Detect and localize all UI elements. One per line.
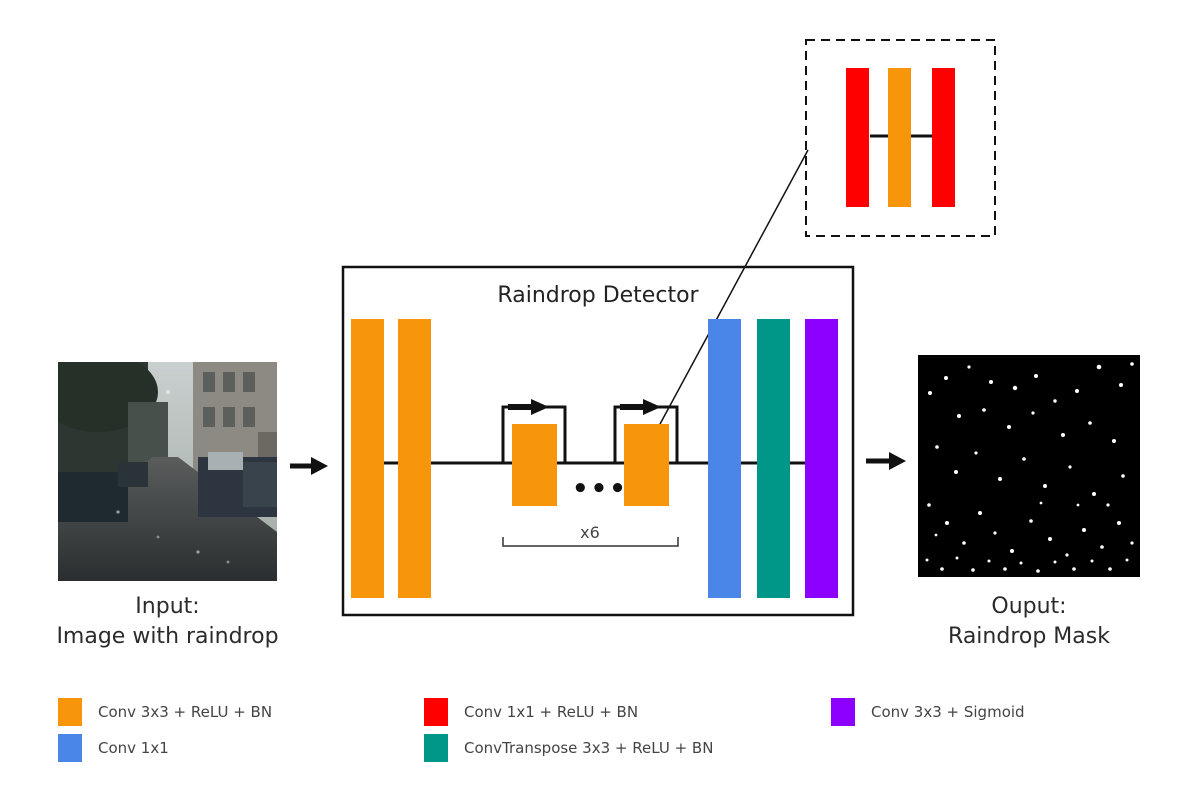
legend-label: Conv 1x1 (98, 739, 169, 757)
repeat-bracket (502, 537, 679, 547)
detector-frame (341, 265, 855, 617)
inset-conv3x3-relu-bn (888, 68, 911, 207)
legend-swatch (58, 698, 82, 726)
layer-conv3x3-relu-bn-2 (398, 319, 431, 598)
layer-conv3x3-relu-bn-1 (351, 319, 384, 598)
skip-arrowhead-2 (643, 399, 661, 415)
layer-conv3x3-sigmoid (805, 319, 838, 598)
output-label-line2: Raindrop Mask (948, 624, 1110, 649)
legend-label: ConvTranspose 3x3 + ReLU + BN (464, 739, 714, 757)
zoom-inset-frame (805, 39, 996, 237)
layer-conv1x1 (708, 319, 741, 598)
legend-swatch (831, 698, 855, 726)
repeat-label: x6 (580, 523, 600, 542)
legend-swatch (424, 698, 448, 726)
legend-swatch (424, 734, 448, 762)
legend-item-convtranspose: ConvTranspose 3x3 + ReLU + BN (424, 734, 713, 762)
layer-convtranspose (757, 319, 790, 598)
residual-block-1 (512, 424, 557, 506)
zoom-pointer-line (645, 149, 809, 451)
inset-conv1x1-relu-bn-2 (932, 68, 955, 207)
legend-item-conv3x3-relu-bn: Conv 3x3 + ReLU + BN (58, 698, 272, 726)
skip-arrowhead-1 (531, 399, 549, 415)
input-label: Input: Image with raindrop (40, 592, 295, 652)
legend-swatch (58, 734, 82, 762)
legend-item-conv3x3-sigmoid: Conv 3x3 + Sigmoid (831, 698, 1025, 726)
input-label-line1: Input: (135, 594, 200, 619)
detector-title: Raindrop Detector (497, 283, 699, 308)
output-mask-image (918, 355, 1140, 577)
legend-item-conv1x1: Conv 1x1 (58, 734, 169, 762)
input-image (58, 362, 277, 581)
output-label: Ouput: Raindrop Mask (905, 592, 1153, 652)
inset-conv1x1-relu-bn-1 (846, 68, 869, 207)
residual-block-2 (624, 424, 669, 506)
legend-label: Conv 3x3 + ReLU + BN (98, 703, 273, 721)
legend-label: Conv 3x3 + Sigmoid (871, 703, 1025, 721)
input-label-line2: Image with raindrop (56, 624, 279, 649)
output-label-line1: Ouput: (991, 594, 1067, 619)
ellipsis: ••• (572, 474, 628, 504)
legend-label: Conv 1x1 + ReLU + BN (464, 703, 639, 721)
legend-item-conv1x1-relu-bn: Conv 1x1 + ReLU + BN (424, 698, 638, 726)
